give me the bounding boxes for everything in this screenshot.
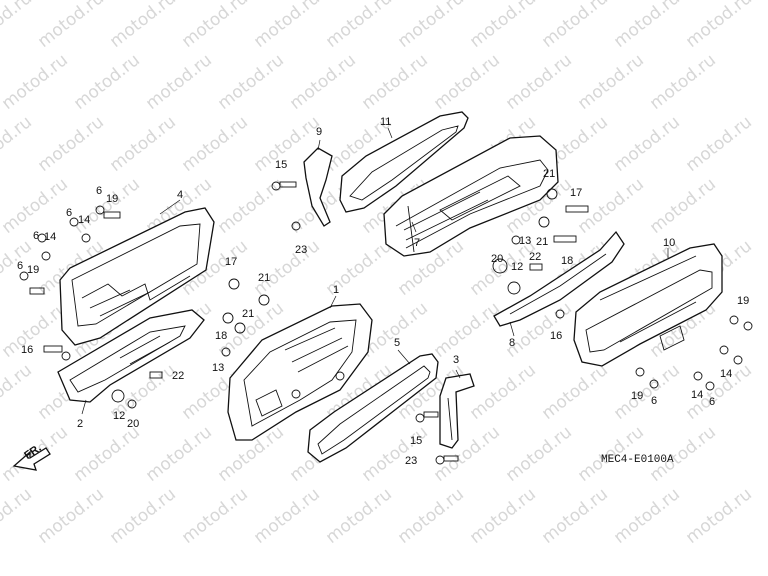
callout-16: 16 <box>21 344 34 356</box>
callout-19: 19 <box>631 390 644 402</box>
callout-22: 22 <box>172 370 185 382</box>
callout-19: 19 <box>27 264 40 276</box>
part-9-bracket <box>303 147 333 227</box>
callout-20: 20 <box>491 253 504 265</box>
callout-17: 17 <box>570 187 583 199</box>
part-10-right-cover <box>573 243 723 367</box>
callout-23: 23 <box>295 244 308 256</box>
callout-2: 2 <box>77 418 84 430</box>
callout-13: 13 <box>519 235 532 247</box>
callout-14: 14 <box>44 231 57 243</box>
callout-6: 6 <box>66 207 73 219</box>
part-1-head-cover <box>227 303 373 441</box>
callout-10: 10 <box>663 237 676 249</box>
callout-21: 21 <box>242 308 255 320</box>
callout-14: 14 <box>78 214 91 226</box>
callout-20: 20 <box>127 418 140 430</box>
part-4-left-cover <box>59 207 215 346</box>
callout-19: 19 <box>106 193 119 205</box>
callout-21: 21 <box>536 236 549 248</box>
callout-7: 7 <box>414 237 421 249</box>
hardware-fasteners <box>19 181 753 465</box>
callout-5: 5 <box>394 337 401 349</box>
front-direction-arrow <box>12 447 51 471</box>
callout-6: 6 <box>33 230 40 242</box>
callout-12: 12 <box>113 410 126 422</box>
part-3-bracket <box>439 373 475 449</box>
callout-6: 6 <box>96 185 103 197</box>
callout-13: 13 <box>212 362 225 374</box>
part-11-gasket <box>339 111 469 213</box>
callout-15: 15 <box>410 435 423 447</box>
leader-lines <box>81 127 669 415</box>
callout-22: 22 <box>529 251 542 263</box>
callout-3: 3 <box>453 354 460 366</box>
callout-15: 15 <box>275 159 288 171</box>
callout-17: 17 <box>225 256 238 268</box>
part-2-left-lower-guard <box>57 309 205 403</box>
part-7-head-cover <box>383 135 559 257</box>
callout-19: 19 <box>737 295 750 307</box>
callout-6: 6 <box>17 260 24 272</box>
callout-9: 9 <box>316 126 323 138</box>
callout-11: 11 <box>380 116 392 128</box>
callout-14: 14 <box>720 368 733 380</box>
callout-12: 12 <box>511 261 524 273</box>
callout-18: 18 <box>215 330 228 342</box>
callout-21: 21 <box>258 272 271 284</box>
callout-8: 8 <box>509 337 516 349</box>
callout-6: 6 <box>651 395 658 407</box>
callout-4: 4 <box>177 189 184 201</box>
callout-23: 23 <box>405 455 418 467</box>
callout-16: 16 <box>550 330 563 342</box>
callout-1: 1 <box>333 284 340 296</box>
callout-14: 14 <box>691 389 704 401</box>
callout-18: 18 <box>561 255 574 267</box>
callout-6: 6 <box>709 396 716 408</box>
diagram-code: MEC4-E0100A <box>601 454 674 466</box>
callout-21: 21 <box>543 168 556 180</box>
part-5-gasket <box>307 353 439 463</box>
